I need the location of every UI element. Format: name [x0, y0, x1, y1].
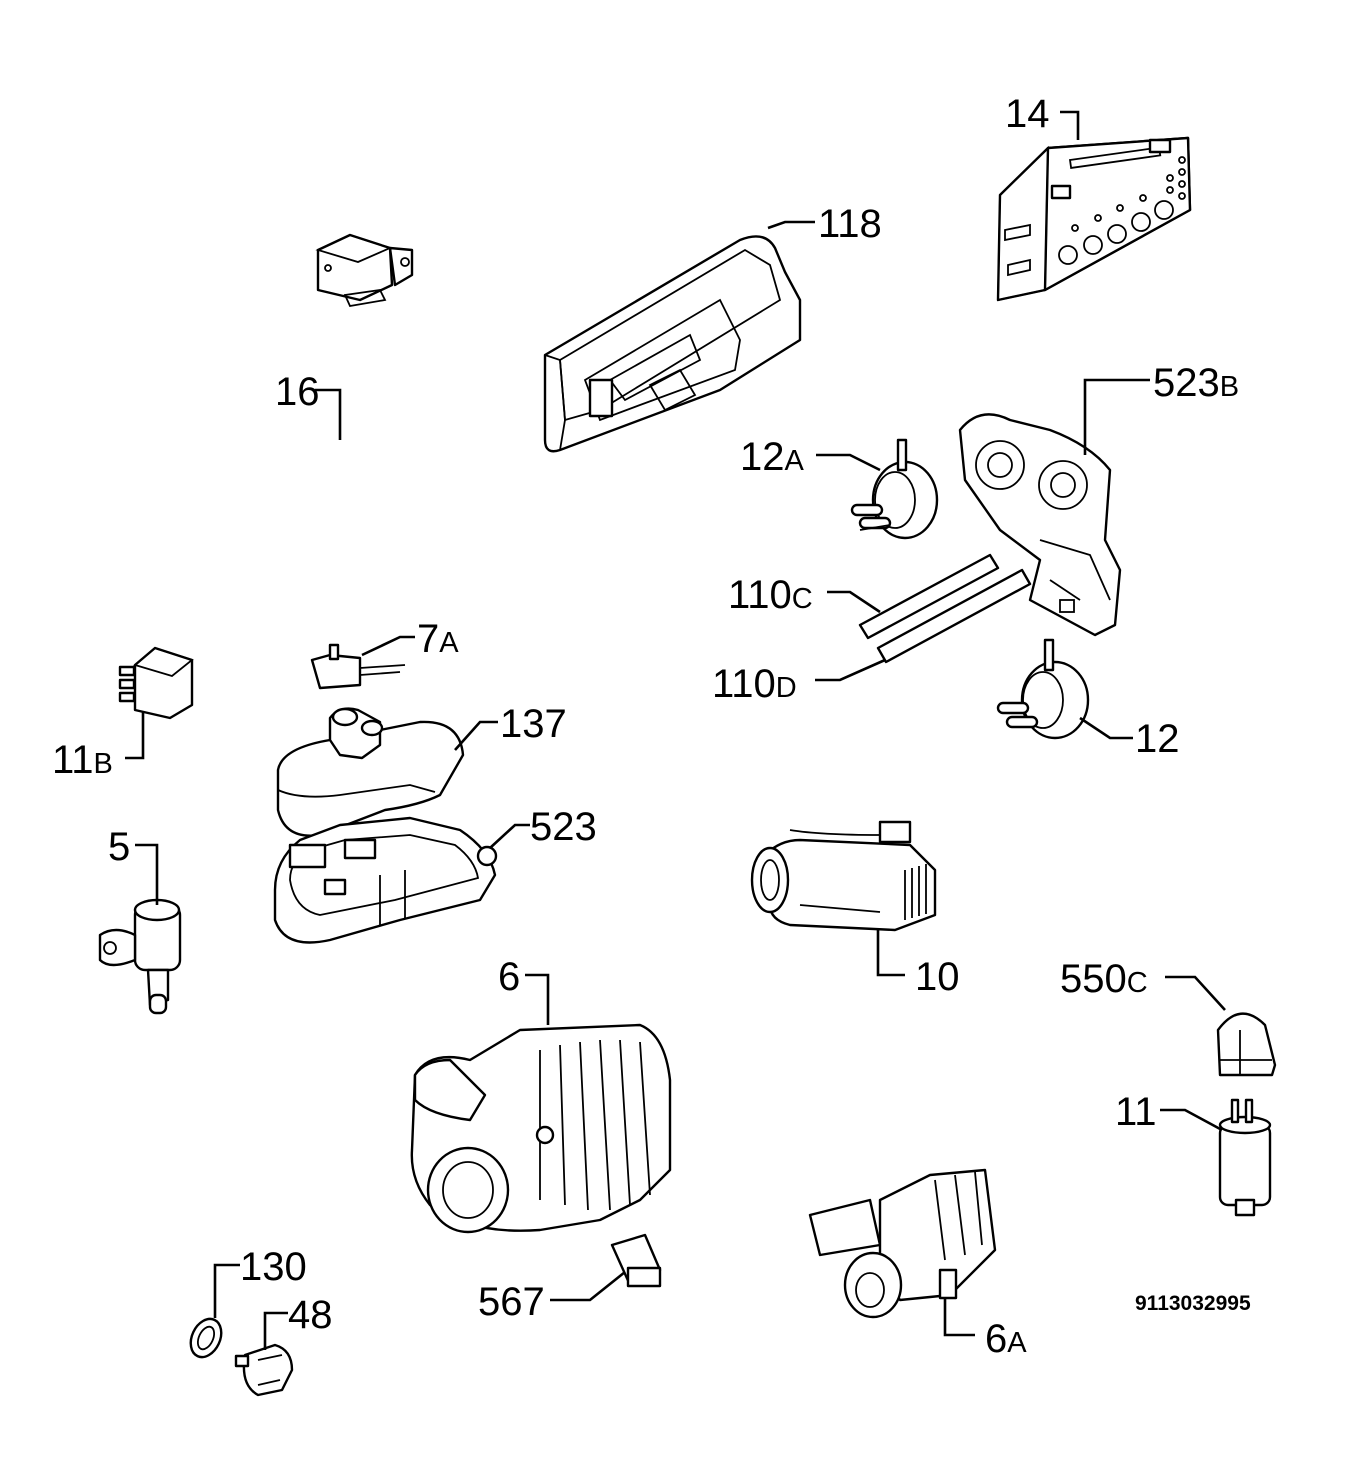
label-12: 12: [1135, 717, 1180, 761]
leader-523: [489, 823, 530, 849]
label-16: 16: [275, 370, 320, 414]
leader-10: [876, 928, 905, 977]
leader-12: [1079, 716, 1133, 740]
part-14-control-module[interactable]: [996, 136, 1192, 302]
label-6a: 6A: [985, 1317, 1027, 1361]
part-16-door-switch[interactable]: [315, 233, 414, 308]
label-48: 48: [288, 1293, 333, 1337]
leader-7a: [361, 635, 415, 657]
leader-14: [1060, 110, 1080, 140]
label-14: 14: [1005, 92, 1050, 136]
part-6-circulation-pump[interactable]: [410, 1023, 672, 1234]
label-550c: 550C: [1060, 957, 1148, 1001]
part-48-plug[interactable]: [234, 1343, 294, 1397]
leader-567: [550, 1270, 626, 1302]
leader-5: [135, 843, 159, 905]
label-523b: 523B: [1153, 361, 1239, 405]
part-110c-tube[interactable]: [858, 553, 1000, 640]
leader-118: [767, 220, 815, 230]
part-5-inlet-valve[interactable]: [98, 898, 182, 1015]
leader-6: [525, 973, 550, 1025]
leader-130: [213, 1263, 240, 1318]
part-523b-pressure-chamber[interactable]: [958, 413, 1122, 637]
label-7a: 7A: [417, 617, 459, 661]
leader-550c: [1165, 975, 1226, 1011]
label-523: 523: [530, 805, 597, 849]
part-11b-relay[interactable]: [118, 646, 194, 720]
part-130-seal-ring[interactable]: [185, 1314, 227, 1362]
leader-11b: [125, 712, 145, 760]
label-118: 118: [818, 202, 882, 246]
part-118-dispenser[interactable]: [543, 235, 802, 453]
label-10: 10: [915, 955, 960, 999]
part-110d-tube[interactable]: [876, 568, 1032, 664]
part-12a-pressure-switch[interactable]: [850, 438, 939, 540]
part-137-float-cover[interactable]: [276, 707, 465, 837]
label-12a: 12A: [740, 435, 805, 479]
label-130: 130: [240, 1245, 307, 1289]
part-7a-float-switch[interactable]: [310, 643, 406, 690]
part-567-clip[interactable]: [610, 1233, 662, 1288]
label-567: 567: [478, 1280, 545, 1324]
leader-48: [263, 1311, 288, 1350]
part-6a-drain-pump[interactable]: [808, 1168, 997, 1319]
leader-16: [315, 388, 342, 440]
label-5: 5: [108, 825, 130, 869]
label-137: 137: [500, 702, 567, 746]
part-550c-capacitor-cap[interactable]: [1216, 1012, 1277, 1077]
leader-523b: [1083, 378, 1150, 455]
part-12-pressure-switch[interactable]: [996, 638, 1090, 740]
label-11: 11: [1115, 1090, 1157, 1134]
leader-137: [454, 720, 498, 751]
label-110d: 110D: [712, 662, 797, 706]
leader-6a: [943, 1298, 975, 1337]
label-6: 6: [498, 955, 520, 999]
leader-110d: [815, 658, 886, 682]
part-523-float-tray[interactable]: [273, 816, 498, 944]
leader-11: [1160, 1108, 1223, 1132]
part-11-capacitor[interactable]: [1218, 1098, 1272, 1217]
label-110c: 110C: [728, 573, 813, 617]
part-10-heater[interactable]: [750, 820, 937, 932]
document-number: 9113032995: [1135, 1292, 1251, 1315]
label-11b: 11B: [52, 738, 113, 782]
leader-110c: [827, 590, 881, 614]
leader-12a: [816, 453, 881, 472]
